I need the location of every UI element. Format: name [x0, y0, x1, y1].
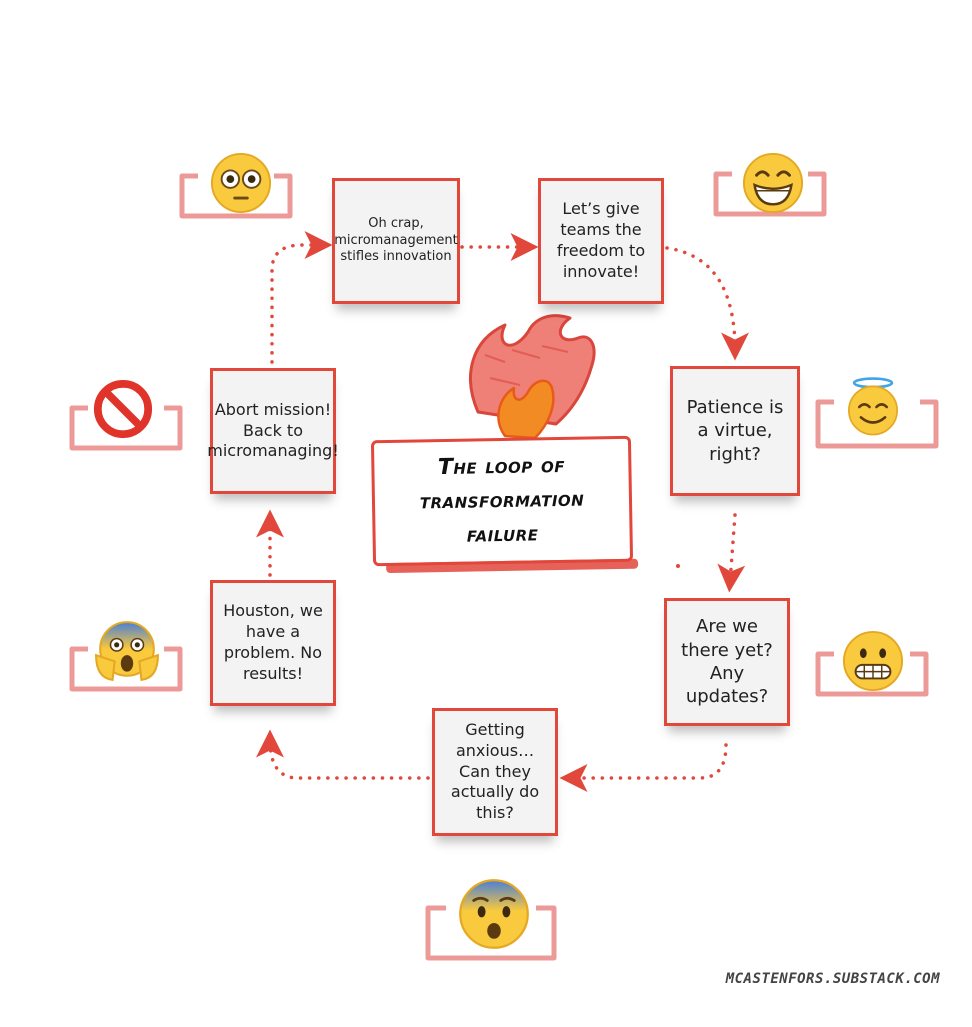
connector-4-to-5	[256, 729, 430, 780]
grimacing-face-icon	[842, 630, 904, 692]
anxious-face-icon	[459, 879, 529, 949]
connector-6-to-0	[270, 231, 333, 364]
step-text-4: Getting anxious… Can they actually do th…	[450, 720, 540, 823]
title-box: The loop of transformation failure	[370, 435, 634, 567]
bracket-1	[713, 171, 827, 217]
step-card-1: Let’s give teams the freedom to innovate…	[538, 178, 664, 304]
step-card-0: Oh crap, micromanagement stifles innovat…	[332, 178, 460, 304]
step-card-2: Patience is a virtue, right?	[670, 366, 800, 496]
bracket-3	[815, 651, 929, 697]
connector-1-to-2	[665, 246, 749, 361]
bracket-5	[69, 646, 183, 692]
bracket-2	[815, 399, 939, 449]
step-card-5: Houston, we have a problem. No results!	[210, 580, 336, 706]
stray-dot	[676, 564, 680, 568]
bracket-6	[69, 405, 183, 451]
bracket-4	[425, 905, 557, 961]
step-text-0: Oh crap, micromanagement stifles innovat…	[334, 215, 458, 265]
watermark: MCASTENFORS.SUBSTACK.COM	[725, 971, 940, 987]
step-text-3: Are we there yet? Any updates?	[681, 616, 773, 708]
flame-icon	[469, 314, 596, 440]
flushed-face-icon	[210, 152, 272, 214]
step-card-6: Abort mission! Back to micromanaging!	[207, 368, 339, 494]
step-text-6: Abort mission! Back to micromanaging!	[207, 399, 339, 461]
prohibited-icon	[93, 379, 153, 439]
bracket-0	[179, 173, 293, 219]
screaming-face-icon	[95, 621, 159, 682]
step-text-5: Houston, we have a problem. No results!	[223, 601, 323, 683]
halo-face-icon	[848, 377, 898, 436]
grinning-face-icon	[742, 152, 804, 214]
diagram-title: The loop of transformation failure	[419, 452, 585, 548]
step-card-4: Getting anxious… Can they actually do th…	[432, 708, 558, 836]
step-text-1: Let’s give teams the freedom to innovate…	[556, 199, 646, 281]
connector-2-to-3	[717, 513, 746, 593]
step-text-2: Patience is a virtue, right?	[686, 396, 784, 465]
step-card-3: Are we there yet? Any updates?	[664, 598, 790, 726]
connector-3-to-4	[559, 743, 728, 792]
